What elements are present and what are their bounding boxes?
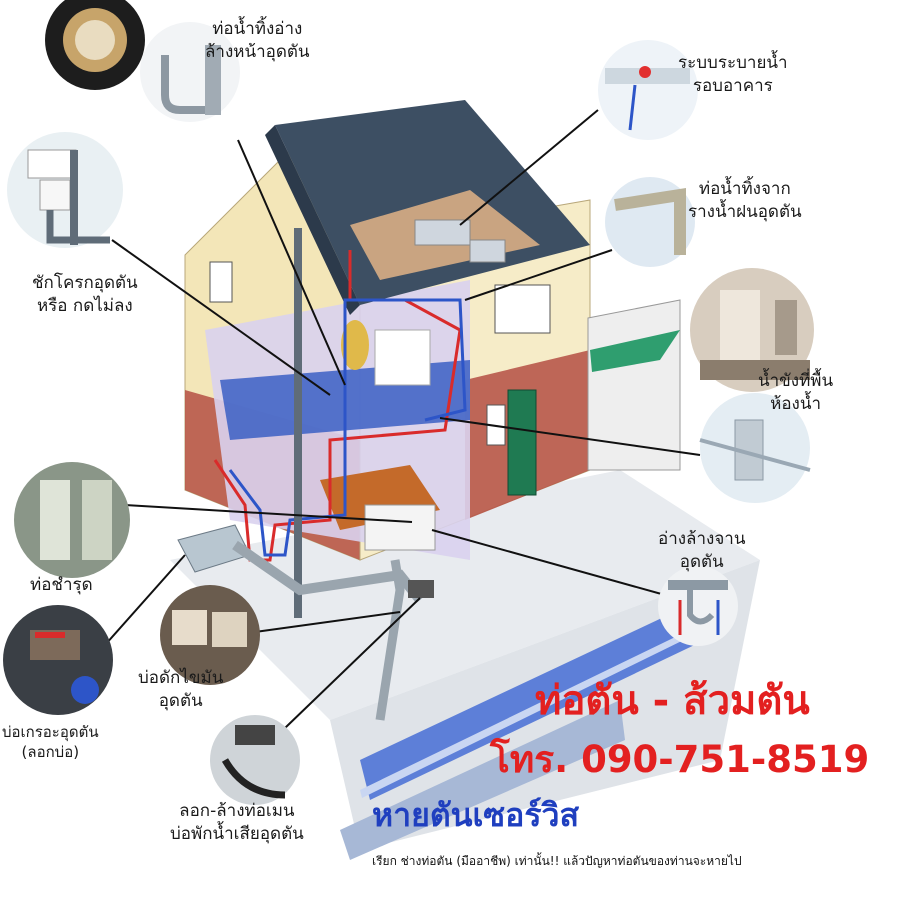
headline: ท่อตัน - ส้วมตัน — [535, 678, 810, 724]
manhole — [408, 580, 434, 598]
thumb-gutter — [598, 40, 698, 140]
thumb-bathroom — [690, 268, 814, 392]
thumb-rain-pipe — [605, 177, 695, 267]
thumb-kitchen-sink — [658, 566, 738, 646]
brand-name: หายตันเซอร์วิส — [372, 796, 580, 834]
label-toilet: ชักโครกอุดตัน หรือ กดไม่ลง — [32, 273, 138, 316]
thumb-sink-pipe — [140, 22, 240, 122]
thumb-main-sewer — [210, 715, 300, 805]
label-drainage: ระบบระบายน้ำ รอบอาคาร — [678, 53, 788, 96]
phone-number: โทร. 090-751-8519 — [490, 738, 870, 781]
garage — [587, 299, 681, 471]
label-grease-trap: บ่อดักไขมัน อุดตัน — [138, 668, 224, 711]
thumb-grease-trap — [160, 585, 260, 685]
label-kitchen-sink: อ่างล้างจาน อุดตัน — [658, 529, 746, 572]
blue-pipe — [228, 298, 467, 557]
label-septic: บ่อเกรอะอุดตัน (ลอกบ่อ) — [2, 723, 99, 762]
front-door — [507, 389, 537, 496]
thumb-floor-drain — [699, 393, 811, 503]
downpipe — [294, 228, 302, 618]
label-gutter: ท่อน้ำทิ้งจาก รางน้ำฝนอุดตัน — [688, 179, 802, 222]
thumb-broken-pipe — [14, 462, 130, 578]
label-broken-pipe: ท่อชำรุด — [30, 575, 93, 595]
label-sink-pipe: ท่อน้ำทิ้งอ่าง ล้างหน้าอุดตัน — [205, 19, 310, 62]
thumb-sink-drain — [45, 0, 145, 90]
thumb-toilet — [7, 132, 123, 248]
label-bathroom-floor: น้ำขังที่พื้น ห้องน้ำ — [758, 371, 834, 414]
leader-lines — [104, 109, 701, 729]
footer-text: เรียก ช่างท่อตัน (มืออาชีพ) เท่านั้น!! แ… — [372, 854, 742, 868]
label-main-sewer: ลอก-ล้างท่อเมน บ่อพักน้ำเสียอุดตัน — [170, 801, 304, 844]
thumb-septic — [3, 605, 113, 715]
